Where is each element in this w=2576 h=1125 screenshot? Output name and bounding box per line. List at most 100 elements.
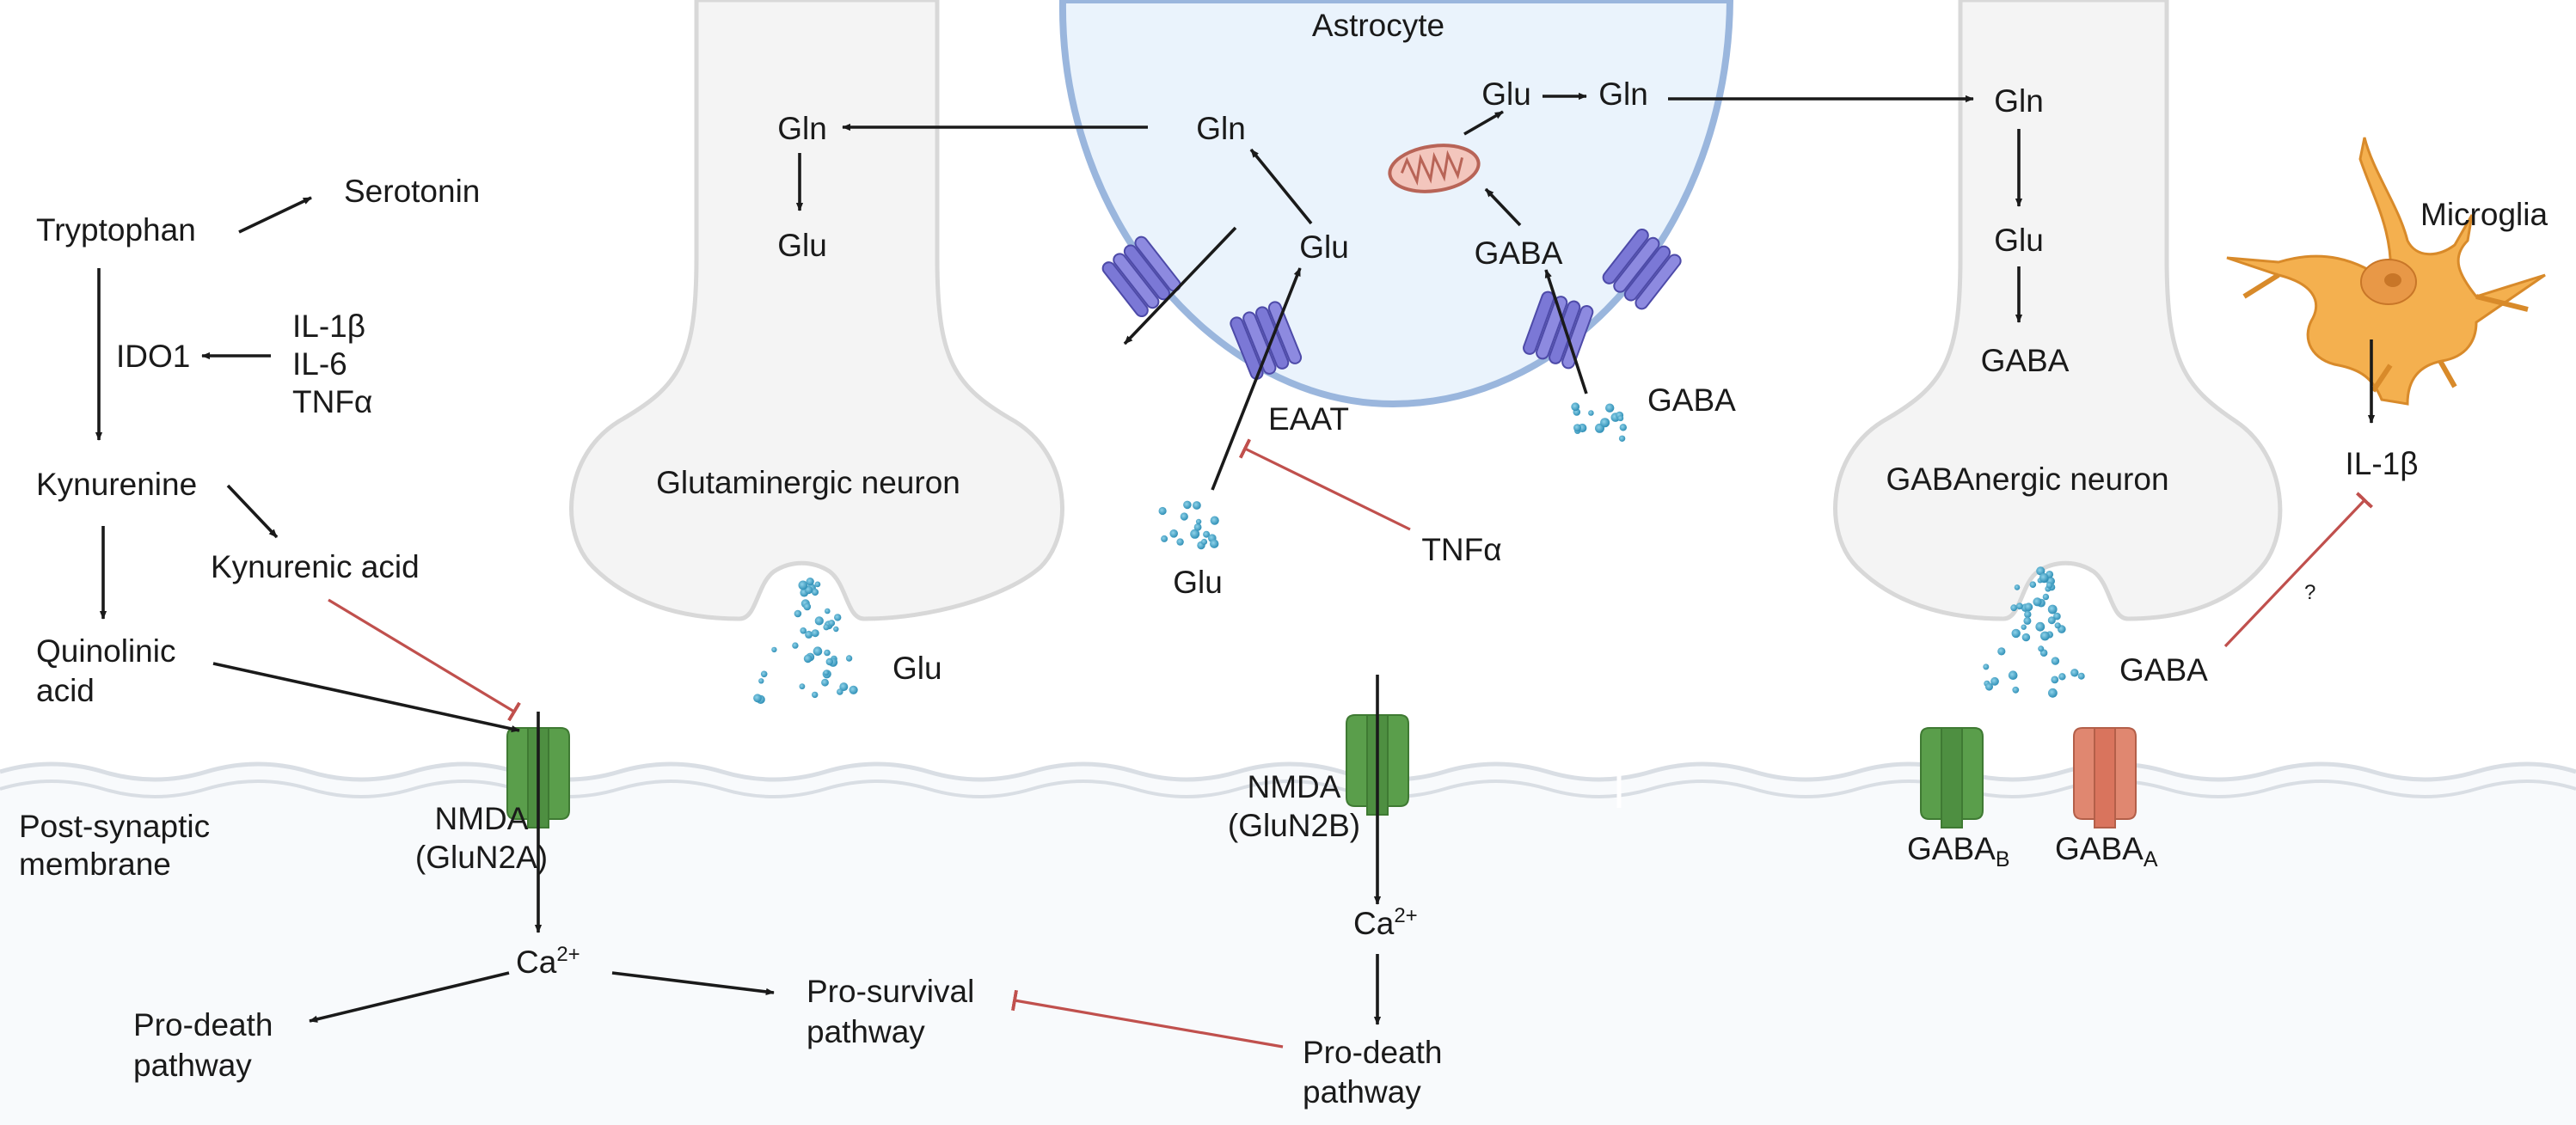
nmda-glun2b-label-line1: NMDA bbox=[1248, 769, 1341, 804]
neurotransmitter-dot bbox=[825, 657, 833, 666]
neurotransmitter-dot bbox=[824, 649, 831, 657]
neurotransmitter-dot bbox=[814, 581, 821, 588]
neurotransmitter-dot bbox=[837, 688, 843, 695]
neurotransmitter-dot bbox=[2047, 604, 2058, 614]
neurotransmitter-dot bbox=[1618, 435, 1626, 442]
neurotransmitter-dot bbox=[813, 646, 823, 656]
neurotransmitter-dot bbox=[2029, 581, 2037, 588]
tryptophan-label: Tryptophan bbox=[36, 212, 196, 248]
neurotransmitter-dot bbox=[2053, 612, 2061, 621]
neurotransmitter-dot bbox=[821, 678, 829, 687]
glu-gabaergic-label: Glu bbox=[1994, 223, 2044, 258]
question-mark-label: ? bbox=[2304, 581, 2315, 604]
glu-astrocyte-left-label: Glu bbox=[1299, 229, 1349, 265]
neurotransmitter-dot bbox=[1203, 530, 1211, 538]
neurotransmitter-dot bbox=[1571, 402, 1580, 412]
astrocyte-body bbox=[1058, 0, 1734, 408]
gabaergic-neuron-label: GABAnergic neuron bbox=[1886, 462, 2168, 497]
gln-astrocyte-mito-label: Gln bbox=[1598, 76, 1648, 112]
neurotransmitter-dot bbox=[1990, 676, 1999, 686]
extracellular-glu-dots bbox=[1158, 500, 1219, 550]
neurotransmitter-dot bbox=[2077, 672, 2085, 680]
nmda-glun2b-label-line2: (GluN2B) bbox=[1228, 808, 1360, 843]
neurotransmitter-dot bbox=[753, 694, 762, 703]
neurotransmitter-dot bbox=[794, 609, 802, 618]
neurotransmitter-dot bbox=[1573, 424, 1581, 432]
nmda-glun2a-label-line1: NMDA bbox=[435, 801, 529, 836]
gaba-astrocyte-label: GABA bbox=[1475, 235, 1563, 271]
gln-glutaminergic-label: Gln bbox=[777, 111, 827, 146]
gaba-cleft-right-label: GABA bbox=[2119, 652, 2208, 688]
postsynaptic-label-line1: Post-synaptic bbox=[19, 809, 210, 844]
neurotransmitter-dot bbox=[2024, 602, 2033, 612]
microglia-label: Microglia bbox=[2420, 197, 2548, 232]
neurotransmitter-dot bbox=[1600, 418, 1610, 428]
il1b-left-label: IL-1β bbox=[292, 309, 365, 344]
neurotransmitter-dot bbox=[833, 626, 839, 633]
neurotransmitter-dot bbox=[771, 646, 777, 653]
il6-label: IL-6 bbox=[292, 346, 347, 382]
neurotransmitter-dot bbox=[845, 655, 853, 662]
neurotransmitter-dot bbox=[1161, 535, 1168, 542]
neurotransmitter-dot bbox=[2040, 631, 2050, 641]
glutamate-release-dots bbox=[753, 578, 858, 705]
glu-glutaminergic-label: Glu bbox=[777, 228, 827, 263]
quinolinic-acid-label-line1: Quinolinic bbox=[36, 633, 175, 669]
neurotransmitter-dot bbox=[828, 620, 836, 627]
neurotransmitter-dot bbox=[803, 654, 813, 663]
astrocyte-label: Astrocyte bbox=[1312, 8, 1444, 43]
neurotransmitter-dot bbox=[1158, 506, 1167, 516]
neurotransmitter-dot bbox=[2054, 622, 2061, 629]
neurotransmitter-dot bbox=[2047, 616, 2056, 625]
gaba-extracellular-label: GABA bbox=[1647, 382, 1736, 418]
neurotransmitter-dot bbox=[1983, 663, 1990, 670]
postsynaptic-label-line2: membrane bbox=[19, 847, 171, 882]
neurotransmitter-dot bbox=[1193, 501, 1201, 510]
neurotransmitter-dot bbox=[1588, 410, 1594, 416]
postsynaptic-membrane bbox=[0, 764, 2576, 1125]
gaba-a-receptor bbox=[2073, 727, 2137, 828]
pro-survival-label-line2: pathway bbox=[807, 1014, 925, 1049]
neurotransmitter-dot bbox=[1200, 538, 1208, 546]
serotonin-label: Serotonin bbox=[344, 174, 480, 209]
eaat-transporter-1 bbox=[1101, 235, 1181, 318]
neurotransmitter-dot bbox=[2035, 621, 2045, 632]
kynurenic-acid-label: Kynurenic acid bbox=[211, 549, 420, 584]
gaba-b-label: GABAB bbox=[1907, 831, 2010, 871]
neurotransmitter-dot bbox=[758, 678, 764, 684]
glu-astrocyte-mito-label: Glu bbox=[1481, 76, 1531, 112]
neurotransmitter-dot bbox=[825, 608, 831, 614]
glu-extracellular-label: Glu bbox=[1173, 565, 1223, 600]
membrane-inner-line bbox=[0, 780, 2576, 798]
neurotransmitter-dot bbox=[1617, 415, 1624, 422]
neurotransmitter-dot bbox=[1176, 538, 1184, 546]
neurotransmitter-dot bbox=[2051, 676, 2059, 684]
neurotransmitter-dot bbox=[2042, 593, 2050, 601]
neurotransmitter-dot bbox=[823, 624, 830, 631]
neurotransmitter-dot bbox=[805, 630, 813, 639]
nmda-glun2a-receptor bbox=[506, 727, 570, 828]
pro-survival-label-line1: Pro-survival bbox=[807, 974, 974, 1009]
neurotransmitter-dot bbox=[799, 683, 806, 690]
microglia-cell bbox=[2226, 137, 2546, 406]
neurotransmitter-dot bbox=[2058, 673, 2066, 681]
extracellular-gaba-dots bbox=[1571, 402, 1628, 442]
neurotransmitter-dot bbox=[2023, 616, 2032, 625]
gaba-gabaergic-label: GABA bbox=[1981, 343, 2070, 378]
gaba-b-receptor bbox=[1920, 727, 1984, 828]
neurotransmitter-dot bbox=[1180, 512, 1188, 521]
neurotransmitter-dot bbox=[811, 629, 819, 638]
kynurenine-label: Kynurenine bbox=[36, 467, 197, 502]
gaba-a-label: GABAA bbox=[2055, 831, 2158, 871]
neurotransmitter-dot bbox=[2008, 670, 2018, 680]
neurotransmitter-dot bbox=[834, 614, 842, 621]
inhibition-lines bbox=[328, 438, 2374, 1049]
diagram-labels: Astrocyte Tryptophan Serotonin IDO1 IL-1… bbox=[19, 8, 2548, 1110]
ido1-label: IDO1 bbox=[116, 339, 190, 374]
pro-death-left-label-line1: Pro-death bbox=[133, 1007, 273, 1042]
eaat-label: EAAT bbox=[1268, 401, 1349, 437]
neurotransmitter-dot bbox=[1190, 529, 1200, 539]
neurotransmitter-dot bbox=[811, 588, 819, 596]
glutaminergic-neuron-label: Glutaminergic neuron bbox=[656, 465, 960, 500]
